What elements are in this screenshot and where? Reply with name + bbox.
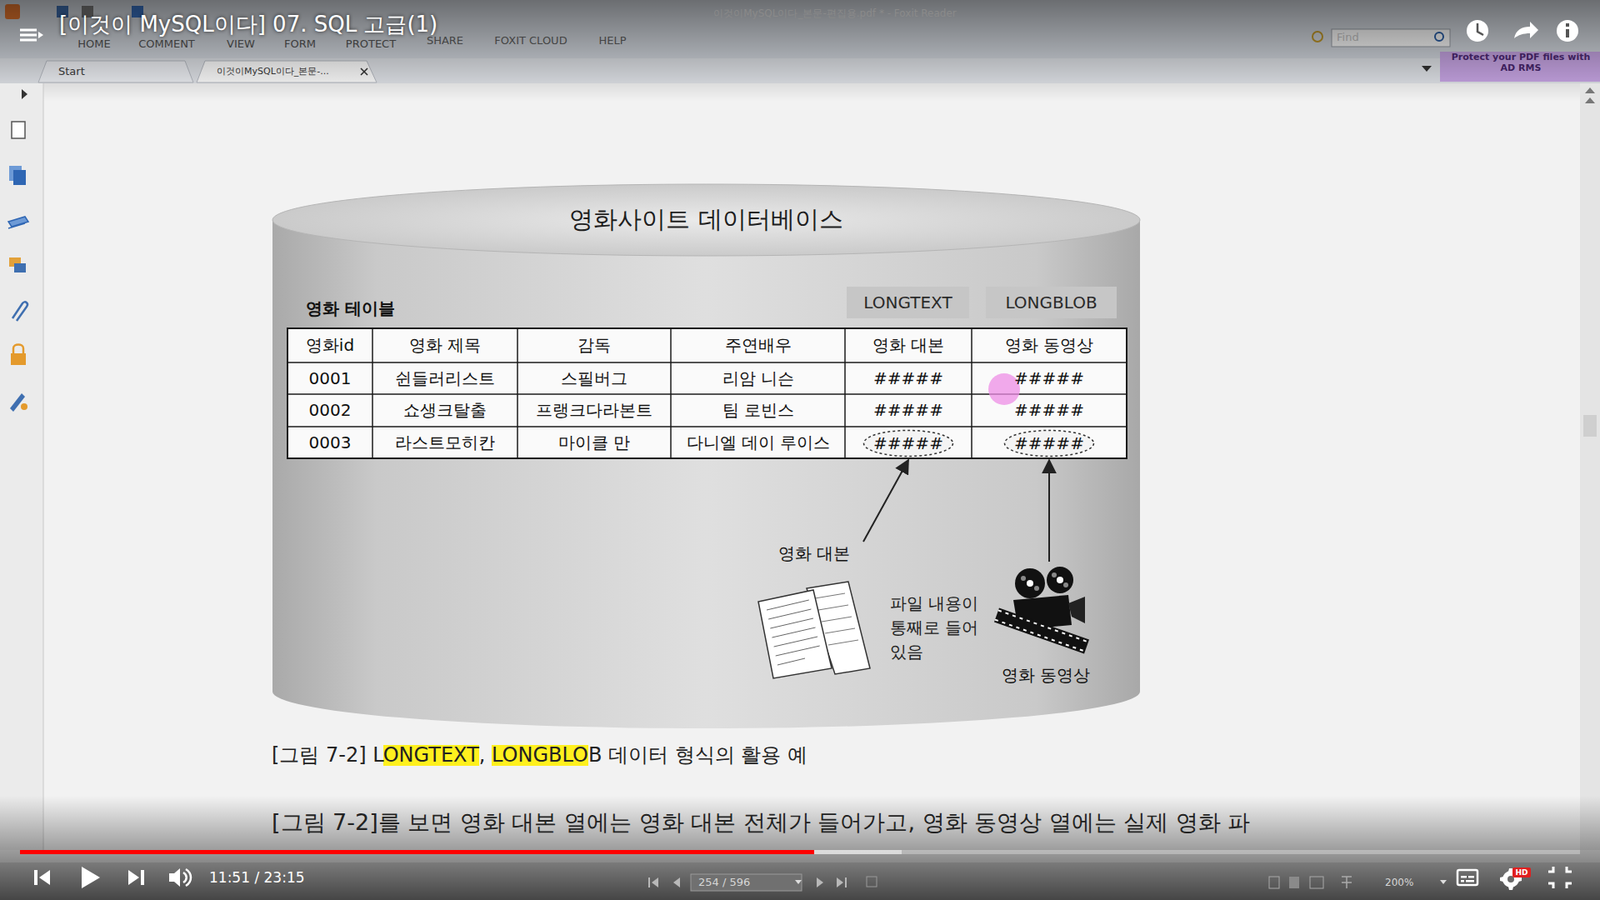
dashed-ellipse: #####: [1003, 429, 1095, 458]
player-controls: [34, 866, 1572, 890]
table-cell: 0003: [309, 432, 352, 453]
body-text: [그림 7-2]를 보면 영화 대본 열에는 영화 대본 전체가 들어가고, 영…: [271, 809, 1251, 836]
menu-item: COMMENT: [138, 37, 195, 51]
document-illustration: [755, 543, 874, 682]
bottom-shade: [0, 795, 1600, 900]
table-cell: 마이클 만: [558, 432, 630, 453]
column-header: 영화id: [305, 335, 355, 355]
menu-item: FOXIT CLOUD: [494, 34, 567, 48]
page-number: 254 / 596: [698, 875, 750, 890]
figure-label: 영화 대본: [778, 543, 850, 564]
node-title: 영화사이트 데이터베이스: [271, 205, 1141, 235]
hd-badge-text: HD: [1515, 868, 1528, 878]
table-cell: 라스트모히칸: [395, 432, 495, 453]
table-cell: 리암 니슨: [722, 368, 795, 389]
table-cell: 쇼생크탈출: [403, 400, 487, 420]
table-cell: #####: [1014, 368, 1085, 389]
ad-text: Protect your PDF files with AD RMS: [1446, 52, 1595, 74]
dashed-ellipse: #####: [862, 429, 955, 458]
script-figure: 영화 대본: [755, 543, 874, 682]
zoom-level: 200%: [1385, 876, 1414, 889]
tab-title: Start: [58, 65, 85, 79]
menu-item: HELP: [598, 34, 626, 48]
connector-layer: [271, 183, 1141, 730]
cylinder-shape: [271, 183, 1141, 730]
menu-item: FORM: [284, 37, 316, 51]
menu-item: VIEW: [226, 37, 255, 51]
window-title: 이것이MySQL이다_본문-편집용.pdf * - Foxit Reader: [713, 7, 956, 20]
hd-badge: [1512, 867, 1531, 878]
video-title: [이것이 MySQL이다] 07. SQL 고급(1): [59, 11, 438, 38]
time-display: 11:51 / 23:15: [209, 869, 305, 886]
table-cell: #####: [873, 368, 944, 389]
figure-caption: [그림 7-2] LONGTEXT, LONGBLOB 데이터 형식의 활용 예: [271, 743, 808, 768]
column-header: 영화 제목: [409, 335, 481, 355]
arrow-connector: [863, 460, 909, 542]
column-header: 주연배우: [725, 335, 792, 355]
table-cell: 0001: [309, 368, 352, 389]
table-cell: 0002: [309, 400, 352, 420]
progress-buffer: [20, 850, 902, 855]
table-cell: 팀 로빈스: [722, 400, 795, 420]
scroll-thumb: [1583, 415, 1597, 437]
top-shade: [0, 0, 1600, 102]
table-cell: #####: [1014, 400, 1085, 420]
table-cell: 쉰들러리스트: [395, 368, 495, 389]
menu-item: PROTECT: [345, 37, 396, 51]
figure-label: 영화 동영상: [1001, 665, 1090, 685]
cell-value: #####: [873, 433, 944, 454]
sidebar-icons: [8, 121, 29, 412]
cell-value: #####: [1014, 433, 1085, 454]
sidebar: [0, 83, 44, 850]
search-placeholder: Find: [1336, 30, 1360, 45]
column-header: 영화 대본: [872, 335, 945, 355]
tab-title: 이것이MySQL이다_본문-...: [216, 65, 330, 77]
table-cell: 다니엘 데이 루이스: [686, 432, 831, 453]
column-header: 영화 동영상: [1005, 335, 1094, 355]
type-tag: LONGBLOB: [985, 286, 1117, 319]
video-figure: 영화 동영상: [995, 563, 1098, 685]
scroll-arrow: [1585, 87, 1595, 104]
table-cell: #####: [873, 400, 944, 420]
menu-item: HOME: [77, 37, 110, 51]
table-cell: 스필버그: [560, 368, 628, 389]
type-name: LONGTEXT: [863, 292, 952, 313]
type-tag: LONGTEXT: [846, 286, 970, 319]
progress-track: [20, 850, 1580, 855]
database-cylinder: 영화사이트 데이터베이스 LONGTEXT LONGBLOB ##### ##### 영화…: [271, 183, 1141, 730]
page-nav: [648, 874, 1447, 891]
arrow-connector: [1048, 460, 1050, 562]
progress-played: [20, 850, 815, 855]
table-cell: 프랭크다라본트: [535, 400, 653, 420]
type-name: LONGBLOB: [1005, 292, 1097, 313]
column-header: 감독: [577, 335, 611, 355]
scrollbar: [1580, 83, 1600, 850]
sidebar-edge: [43, 83, 45, 850]
table-name: 영화 테이블: [305, 298, 395, 319]
panel-toggle: [21, 89, 28, 100]
figure-note: 파일 내용이 통째로 들어 있음: [890, 591, 984, 665]
